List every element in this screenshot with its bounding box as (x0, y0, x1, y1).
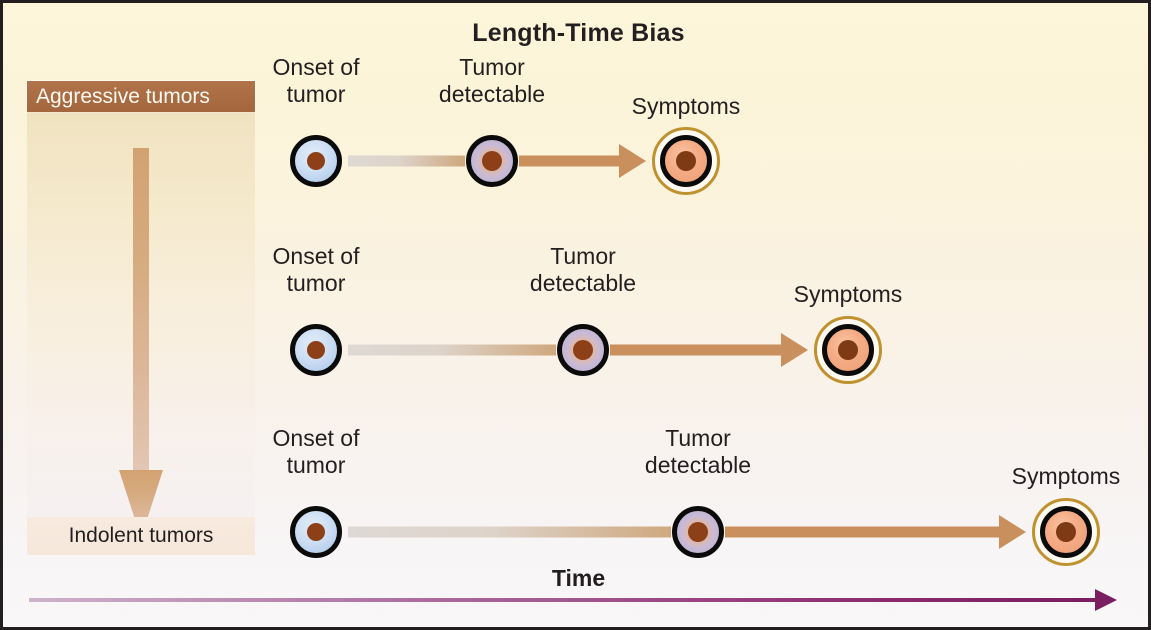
node-symptoms[interactable] (652, 127, 720, 195)
node-label-symptoms: Symptoms (631, 93, 741, 119)
detectable-circle (557, 324, 609, 376)
nucleus-dot (573, 340, 593, 360)
nucleus-dot (688, 522, 708, 542)
symptoms-marker (1032, 498, 1100, 566)
connector-segment-pale (348, 344, 556, 356)
connector-segment-pale (348, 526, 671, 538)
node-label-onset: Onset of tumor (272, 425, 360, 478)
nucleus-dot (307, 523, 325, 541)
detectable-circle (672, 506, 724, 558)
time-axis-line (29, 598, 1099, 602)
progression-arrowhead-icon (781, 333, 808, 367)
time-axis-label: Time (551, 565, 606, 591)
tumor-aggressiveness-panel: Aggressive tumors Indolent tumors (27, 81, 255, 555)
aggressive-tumors-band: Aggressive tumors (27, 81, 255, 112)
connector-segment-tan (725, 526, 999, 538)
indolent-tumors-band: Indolent tumors (27, 517, 255, 555)
node-label-symptoms: Symptoms (1011, 463, 1121, 489)
detectable-circle (466, 135, 518, 187)
node-label-onset: Onset of tumor (272, 243, 360, 296)
node-label-detectable: Tumor detectable (529, 243, 637, 296)
connector-segment-pale (348, 155, 465, 167)
node-label-detectable: Tumor detectable (438, 54, 546, 107)
time-axis-arrowhead-icon (1095, 589, 1117, 611)
node-onset[interactable] (290, 135, 342, 187)
down-arrow-icon (119, 148, 163, 538)
nucleus-dot (307, 341, 325, 359)
aggressiveness-gradient-body (27, 112, 255, 538)
onset-circle (290, 506, 342, 558)
progression-arrowhead-icon (619, 144, 646, 178)
node-detectable[interactable] (672, 506, 724, 558)
nucleus-dot (482, 151, 502, 171)
nucleus-dot (676, 151, 696, 171)
symptoms-marker (814, 316, 882, 384)
onset-circle (290, 135, 342, 187)
aggressive-tumors-label: Aggressive tumors (36, 85, 210, 108)
nucleus-dot (1056, 522, 1076, 542)
node-onset[interactable] (290, 506, 342, 558)
onset-circle (290, 324, 342, 376)
symptoms-circle (1040, 506, 1092, 558)
node-label-symptoms: Symptoms (793, 281, 903, 307)
node-label-detectable: Tumor detectable (644, 425, 752, 478)
figure-title: Length-Time Bias (472, 19, 685, 47)
nucleus-dot (838, 340, 858, 360)
node-symptoms[interactable] (1032, 498, 1100, 566)
node-symptoms[interactable] (814, 316, 882, 384)
nucleus-dot (307, 152, 325, 170)
node-label-onset: Onset of tumor (272, 54, 360, 107)
node-detectable[interactable] (557, 324, 609, 376)
symptoms-circle (660, 135, 712, 187)
node-onset[interactable] (290, 324, 342, 376)
connector-segment-tan (519, 155, 619, 167)
symptoms-marker (652, 127, 720, 195)
connector-segment-tan (610, 344, 781, 356)
progression-arrowhead-icon (999, 515, 1026, 549)
indolent-tumors-label: Indolent tumors (68, 524, 214, 547)
symptoms-circle (822, 324, 874, 376)
node-detectable[interactable] (466, 135, 518, 187)
